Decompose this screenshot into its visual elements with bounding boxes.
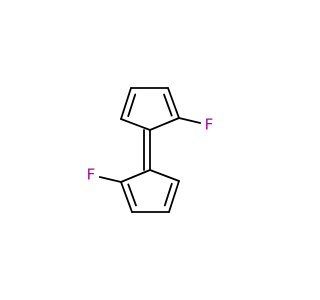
bond-c7-c8 [168, 180, 180, 213]
atom-label-f2: F [87, 166, 96, 184]
bond-c9-c10 [120, 181, 133, 213]
bond-c2-c3-inner [127, 93, 137, 118]
bond-c1-c2 [120, 118, 151, 131]
bond-c7-c8-inner [163, 182, 173, 207]
bond-c9-c10-inner [127, 183, 137, 207]
molecule-structure: FF [87, 87, 214, 213]
atom-labels-layer: FF [87, 116, 214, 184]
bond-c6-c7 [149, 169, 180, 182]
bond-c5-c1 [149, 117, 180, 131]
bond-c10-c6 [120, 169, 151, 183]
bond-c5-f1 [178, 117, 202, 124]
atom-label-f1: F [205, 116, 214, 134]
bond-c4-c5-inner [163, 93, 173, 117]
bond-c2-c3 [120, 87, 132, 120]
bond-c10-f2 [98, 176, 122, 183]
bond-c4-c5 [167, 87, 180, 119]
bonds-layer [98, 87, 202, 213]
